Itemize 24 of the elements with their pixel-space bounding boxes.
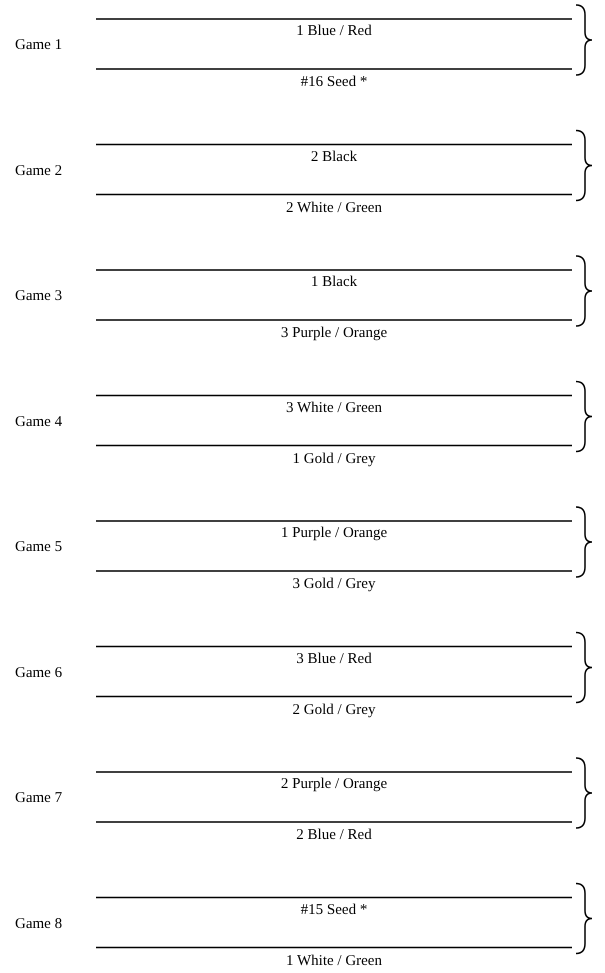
team-name: 2 White / Green: [286, 198, 382, 216]
game-label: Game 3: [15, 287, 62, 305]
game-label: Game 1: [15, 36, 62, 54]
team-name: 2 Black: [310, 148, 358, 166]
team-name: 2 Blue / Red: [296, 826, 372, 844]
game-label: Game 4: [15, 412, 62, 430]
team-name: 1 Purple / Orange: [280, 524, 388, 542]
team-name: #16 Seed *: [300, 73, 368, 91]
game-label: Game 6: [15, 664, 62, 682]
team-name: #15 Seed *: [300, 900, 368, 918]
game-label: Game 7: [15, 789, 62, 807]
team-name: 2 Gold / Grey: [292, 700, 376, 718]
team-name: 3 White / Green: [286, 398, 382, 416]
team-name: 3 Purple / Orange: [280, 324, 388, 342]
game-label: Game 8: [15, 914, 62, 932]
team-name: 3 Gold / Grey: [292, 575, 376, 593]
team-name: 3 Blue / Red: [296, 650, 372, 668]
team-name: 1 Black: [310, 273, 358, 291]
game-label: Game 5: [15, 538, 62, 556]
team-name: 1 Gold / Grey: [292, 450, 376, 468]
team-name: 2 Purple / Orange: [280, 775, 388, 793]
team-name: 1 White / Green: [286, 952, 382, 970]
game-label: Game 2: [15, 162, 62, 180]
team-name: 1 Blue / Red: [296, 22, 372, 40]
